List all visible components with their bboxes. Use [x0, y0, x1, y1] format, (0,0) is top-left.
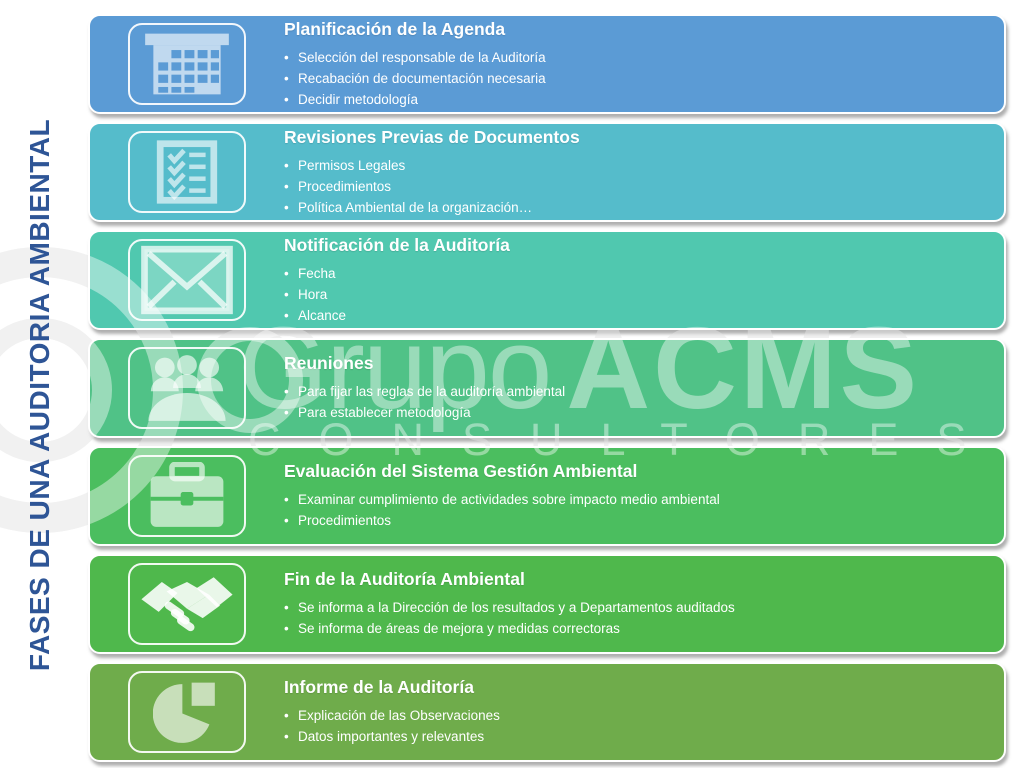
calendar-icon [128, 23, 246, 105]
bullet-item: Se informa de áreas de mejora y medidas … [284, 618, 735, 639]
phase-bullets: Fecha Hora Alcance [284, 263, 510, 326]
phase-title: Fin de la Auditoría Ambiental [284, 569, 525, 589]
bullet-item: Política Ambiental de la organización… [284, 197, 580, 218]
bullet-item: Decidir metodología [284, 89, 546, 110]
phase-content: Fin de la Auditoría Ambiental Se informa… [284, 569, 735, 639]
phase-title: Revisiones Previas de Documentos [284, 126, 580, 147]
bullet-item: Permisos Legales [284, 155, 580, 176]
checklist-icon [128, 131, 246, 213]
phase-bullets: Permisos Legales Procedimientos Política… [284, 155, 580, 218]
phase-bar-informe: Informe de la Auditoría Explicación de l… [88, 662, 1006, 762]
bullet-item: Se informa a la Dirección de los resulta… [284, 597, 735, 618]
bullet-item: Fecha [284, 263, 510, 284]
phase-bar-planificacion: Planificación de la Agenda Selección del… [88, 14, 1006, 114]
phase-bar-fin: Fin de la Auditoría Ambiental Se informa… [88, 554, 1006, 654]
phase-content: Notificación de la Auditoría Fecha Hora … [284, 235, 510, 326]
briefcase-icon [128, 455, 246, 537]
phase-content: Evaluación del Sistema Gestión Ambiental… [284, 461, 720, 531]
bullet-item: Examinar cumplimiento de actividades sob… [284, 489, 720, 510]
phase-bullets: Explicación de las Observaciones Datos i… [284, 705, 500, 747]
bullet-item: Para establecer metodología [284, 402, 565, 423]
phase-content: Planificación de la Agenda Selección del… [284, 19, 546, 110]
phase-bar-notificacion: Notificación de la Auditoría Fecha Hora … [88, 230, 1006, 330]
bullet-item: Procedimientos [284, 510, 720, 531]
meeting-icon [128, 347, 246, 429]
phase-bullets: Se informa a la Dirección de los resulta… [284, 597, 735, 639]
phase-content: Revisiones Previas de Documentos Permiso… [284, 127, 580, 218]
bullet-item: Alcance [284, 305, 510, 326]
phase-bullets: Examinar cumplimiento de actividades sob… [284, 489, 720, 531]
envelope-icon [128, 239, 246, 321]
bullet-item: Explicación de las Observaciones [284, 705, 500, 726]
phase-bar-evaluacion: Evaluación del Sistema Gestión Ambiental… [88, 446, 1006, 546]
phase-bar-reuniones: Reuniones Para fijar las reglas de la au… [88, 338, 1006, 438]
bullet-item: Recabación de documentación necesaria [284, 68, 546, 89]
phase-title: Reuniones [284, 353, 374, 373]
pie-chart-icon [128, 671, 246, 753]
bullet-item: Para fijar las reglas de la auditoría am… [284, 381, 565, 402]
bullet-item: Selección del responsable de la Auditorí… [284, 47, 546, 68]
phase-title: Informe de la Auditoría [284, 677, 474, 697]
bullet-item: Procedimientos [284, 176, 580, 197]
phase-bullets: Selección del responsable de la Auditorí… [284, 47, 546, 110]
phase-content: Reuniones Para fijar las reglas de la au… [284, 353, 565, 423]
bullet-item: Datos importantes y relevantes [284, 726, 500, 747]
bullet-item: Hora [284, 284, 510, 305]
page-title: FASES DE UNA AUDITORIA AMBIENTAL [24, 118, 55, 672]
phase-title: Notificación de la Auditoría [284, 234, 510, 255]
handshake-icon [128, 563, 246, 645]
phase-bar-revisiones: Revisiones Previas de Documentos Permiso… [88, 122, 1006, 222]
phase-title: Planificación de la Agenda [284, 18, 506, 39]
phase-title: Evaluación del Sistema Gestión Ambiental [284, 461, 638, 481]
phase-content: Informe de la Auditoría Explicación de l… [284, 677, 500, 747]
phase-bullets: Para fijar las reglas de la auditoría am… [284, 381, 565, 423]
phase-list: Planificación de la Agenda Selección del… [88, 14, 1006, 762]
